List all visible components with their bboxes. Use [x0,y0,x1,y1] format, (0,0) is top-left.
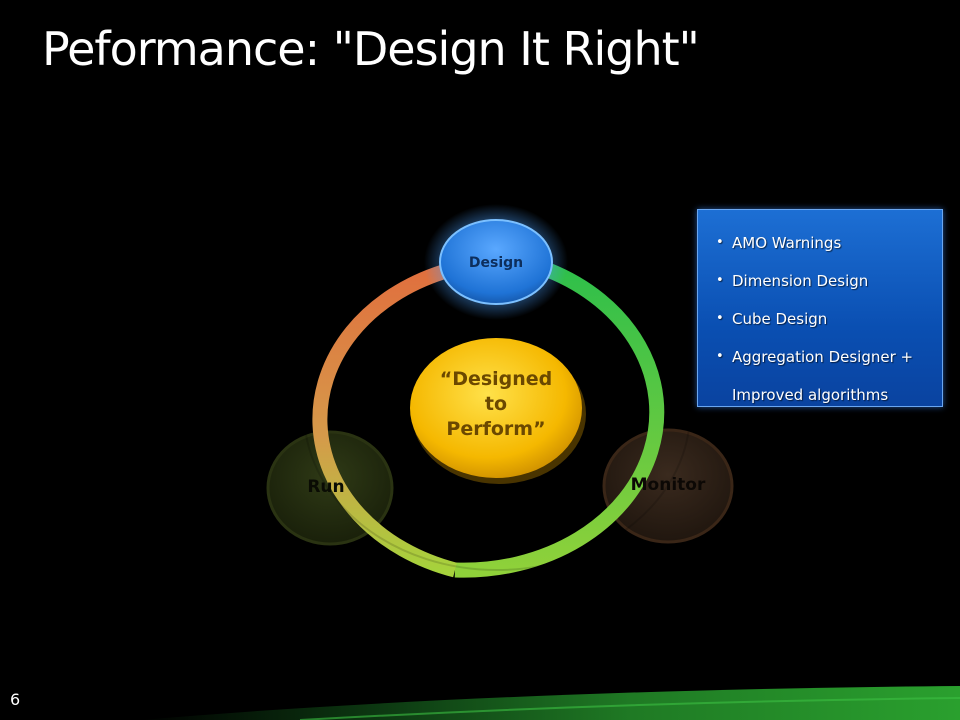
monitor-node [602,428,734,544]
list-item-text: Cube Design [732,310,828,328]
slide-title: Peformance: "Design It Right" [42,22,700,76]
design-label: Design [469,255,523,271]
center-label-line-1: “Designed [440,368,553,390]
cycle-ring-right [454,263,665,578]
bullet-icon: • [716,273,724,288]
list-item: • Cube Design [712,300,932,338]
list-item-continuation: Improved algorithms [712,376,932,414]
list-item: • Aggregation Designer + [712,338,932,376]
center-label-line-3: Perform” [446,418,545,440]
list-item-text: AMO Warnings [732,234,842,252]
center-node: “Designed to Perform” [410,338,586,484]
run-label: Run [307,477,344,497]
bullet-icon: • [716,311,724,326]
center-label-line-2: to [485,393,507,415]
design-node: Design [424,204,568,320]
slide-number: 6 [10,690,21,709]
bullet-icon: • [716,235,724,250]
design-features-panel: • AMO Warnings • Dimension Design • Cube D… [697,209,943,407]
design-features-list: • AMO Warnings • Dimension Design • Cube D… [712,224,932,414]
cycle-ring-left [312,264,457,578]
footer-swoosh [140,686,960,720]
bullet-icon: • [716,349,724,364]
monitor-label: Monitor [631,475,706,495]
list-item: • AMO Warnings [712,224,932,262]
list-item-text: Aggregation Designer + [732,348,914,366]
list-item-text: Dimension Design [732,272,869,290]
list-item: • Dimension Design [712,262,932,300]
list-item-text: Improved algorithms [732,386,889,404]
